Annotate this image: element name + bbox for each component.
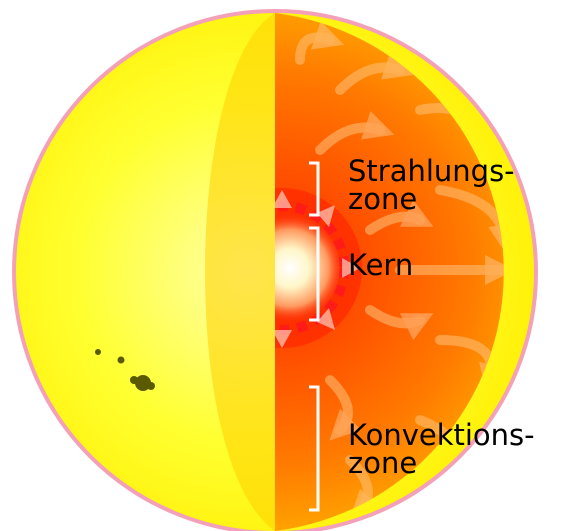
bracket-convection-zone xyxy=(309,385,320,512)
sunspot-icon xyxy=(95,349,155,391)
bracket-radiation-zone xyxy=(309,161,320,217)
label-core-text: Kern xyxy=(348,248,414,282)
label-convection-zone-line1: Konvektions- xyxy=(348,418,535,452)
label-radiation-zone: Strahlungs- zone xyxy=(348,154,515,216)
bracket-core xyxy=(309,226,320,322)
label-convection-zone: Konvektions- zone xyxy=(348,418,535,480)
label-radiation-zone-line2: zone xyxy=(348,182,418,216)
label-radiation-zone-line1: Strahlungs- xyxy=(348,154,515,188)
radiation-arrows xyxy=(275,190,360,348)
core xyxy=(275,210,340,326)
label-convection-zone-line2: zone xyxy=(348,446,418,480)
interior-cutaway xyxy=(275,13,504,531)
cut-edge-shadow xyxy=(205,13,275,531)
label-core: Kern xyxy=(348,248,414,282)
label-brackets xyxy=(309,161,320,512)
